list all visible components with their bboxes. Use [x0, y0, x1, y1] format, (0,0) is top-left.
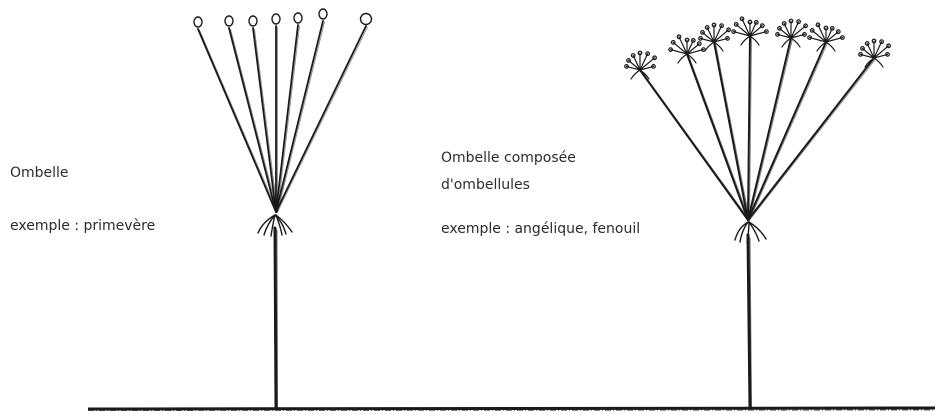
compound-umbel-ray — [687, 54, 748, 220]
umbellet-bracteole — [791, 38, 800, 47]
simple-umbel-drawing — [194, 9, 372, 408]
umbellet-bracteole — [874, 58, 883, 67]
simple-umbel-flowers — [194, 9, 372, 27]
umbellet-bracteole — [631, 70, 640, 79]
simple-umbel-flower — [249, 16, 257, 26]
simple-umbel-stem — [275, 228, 276, 408]
simple-umbel-flower — [225, 16, 233, 26]
compound-umbel-example: exemple : angélique, fenouil — [441, 221, 640, 238]
umbellet — [669, 35, 705, 63]
simple-umbel-flower — [294, 13, 302, 23]
simple-umbel-flower — [194, 17, 202, 27]
compound-umbel-title-line1: Ombelle composée — [441, 150, 576, 167]
umbellet — [859, 39, 891, 67]
simple-umbel-ray — [276, 25, 298, 212]
umbellet-bracteole — [826, 42, 835, 51]
simple-umbel-flower — [319, 9, 327, 19]
umbellet-bracteole — [705, 42, 714, 51]
compound-umbel-ray — [640, 70, 748, 220]
compound-umbel-drawing — [625, 17, 891, 408]
compound-umbel-ray — [748, 42, 826, 220]
umbellet — [625, 51, 657, 79]
compound-umbel-stem — [748, 235, 750, 408]
compound-umbel-rays — [640, 36, 876, 220]
simple-umbel-example: exemple : primevère — [10, 218, 155, 235]
simple-umbel-flower — [272, 14, 280, 24]
umbellets — [625, 17, 891, 79]
simple-umbel-flower — [361, 14, 372, 25]
simple-umbel-rays — [198, 21, 368, 212]
umbellet-bracteole — [678, 54, 687, 63]
simple-umbel-ray — [276, 26, 366, 212]
umbellet-bracteole — [741, 36, 750, 45]
compound-umbel-title-line2: d'ombellules — [441, 177, 530, 194]
simple-umbel-title: Ombelle — [10, 165, 69, 182]
ground-line — [88, 408, 935, 411]
compound-umbel-ray — [714, 42, 748, 220]
simple-umbel-ray — [276, 21, 323, 212]
